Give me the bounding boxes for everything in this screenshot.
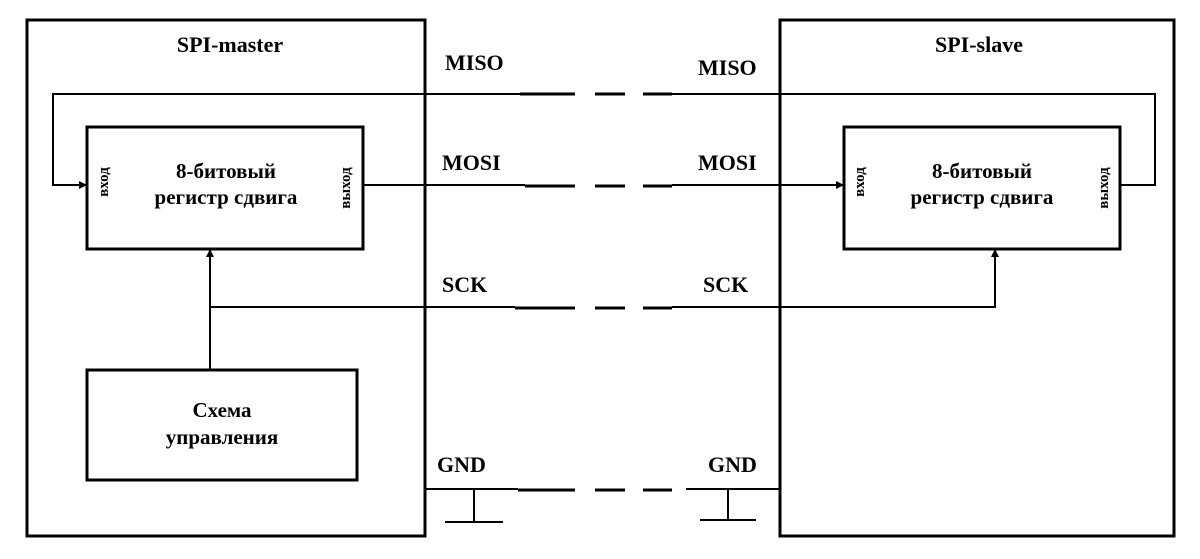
miso-wire <box>672 93 1156 186</box>
master-control-circuit <box>85 368 359 482</box>
slave-shift-register <box>842 125 1122 251</box>
master-control-label-line2: управления <box>166 425 279 449</box>
master-input-port-label: вход <box>96 167 112 197</box>
miso-label-slave: MISO <box>698 55 757 80</box>
master-register-label-line2: регистр сдвига <box>155 185 298 209</box>
master-title: SPI-master <box>177 32 284 57</box>
mosi-label-slave: MOSI <box>698 150 757 175</box>
sck-label-master: SCK <box>442 272 487 297</box>
sck-wire-slave <box>672 249 999 308</box>
slave-output-port-label: выход <box>1096 167 1112 209</box>
slave-frame <box>778 18 1176 538</box>
slave-register-label-line2: регистр сдвига <box>911 185 1054 209</box>
master-shift-register <box>85 125 365 251</box>
slave-title: SPI-slave <box>935 32 1023 57</box>
gnd-label-slave: GND <box>708 452 757 477</box>
mosi-label-master: MOSI <box>442 150 501 175</box>
miso-wire-master <box>52 93 520 189</box>
master-output-port-label: выход <box>338 167 354 209</box>
gnd-label-master: GND <box>437 452 486 477</box>
slave-register-label-line1: 8-битовый <box>932 159 1032 183</box>
ground-symbol-master <box>445 489 503 523</box>
master-register-label-line1: 8-битовый <box>176 159 276 183</box>
slave-input-port-label: вход <box>852 167 868 197</box>
miso-label-master: MISO <box>445 50 504 75</box>
master-frame <box>25 18 427 538</box>
ground-symbol-slave <box>700 489 756 521</box>
sck-label-slave: SCK <box>703 272 748 297</box>
master-control-label-line1: Схема <box>192 398 252 422</box>
